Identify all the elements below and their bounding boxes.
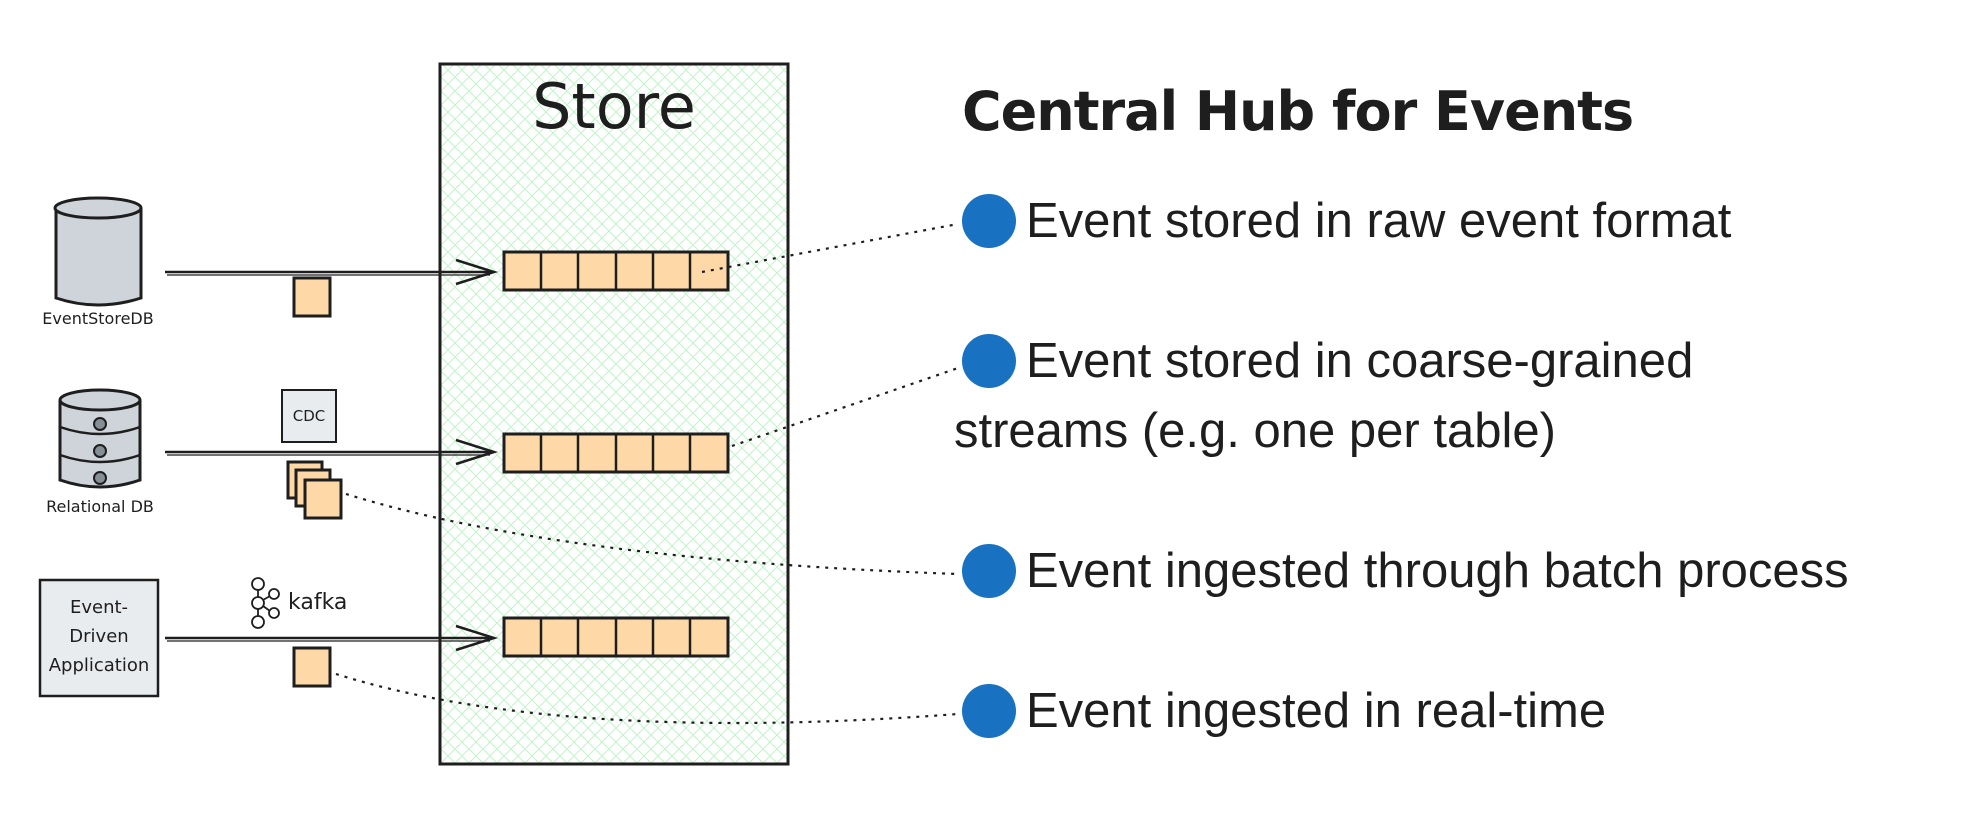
bullet-text-2b: streams (e.g. one per table) xyxy=(954,404,1556,458)
bullet-text-2a: Event stored in coarse-grained xyxy=(1026,334,1694,388)
arrow-relational-db xyxy=(165,438,499,466)
event-stream-2 xyxy=(502,432,730,474)
event-stream-1 xyxy=(502,250,730,292)
cdc-box: CDC xyxy=(281,389,337,443)
leader-line-raw-format xyxy=(701,222,959,274)
leader-line-real-time xyxy=(335,672,959,725)
batch-events xyxy=(286,460,343,520)
app-label-line-3: Application xyxy=(49,655,150,676)
single-event-1 xyxy=(292,276,332,318)
bullet-dot-1 xyxy=(962,194,1016,248)
bullet-text-1: Event stored in raw event format xyxy=(1026,194,1732,248)
kafka-logo-icon xyxy=(251,577,280,629)
store-label: Store xyxy=(532,70,696,143)
app-label-line-2: Driven xyxy=(69,626,128,647)
kafka-label: kafka xyxy=(288,590,347,615)
relational-database-icon xyxy=(58,388,142,489)
arrow-eventstoredb xyxy=(165,258,499,286)
source-label-relational-db: Relational DB xyxy=(46,497,154,516)
single-event-3 xyxy=(292,646,332,688)
cdc-label: CDC xyxy=(293,407,326,425)
database-cylinder-icon xyxy=(53,196,143,307)
leader-line-coarse-grained xyxy=(731,366,959,448)
leader-lines xyxy=(335,222,959,725)
bullet-dot-4 xyxy=(962,684,1016,738)
source-label-eventstoredb: EventStoreDB xyxy=(42,309,153,328)
bullet-text-4: Event ingested in real-time xyxy=(1026,684,1607,738)
bullet-dot-2 xyxy=(962,334,1016,388)
application-box-icon: Event- Driven Application xyxy=(38,578,160,698)
arrow-event-driven-app xyxy=(165,624,499,652)
bullet-dot-3 xyxy=(962,544,1016,598)
event-stream-3 xyxy=(502,616,730,658)
panel-title: Central Hub for Events xyxy=(962,80,1634,143)
store-box: Store xyxy=(438,62,790,766)
app-label-line-1: Event- xyxy=(70,597,128,618)
bullet-text-3: Event ingested through batch process xyxy=(1026,544,1849,598)
